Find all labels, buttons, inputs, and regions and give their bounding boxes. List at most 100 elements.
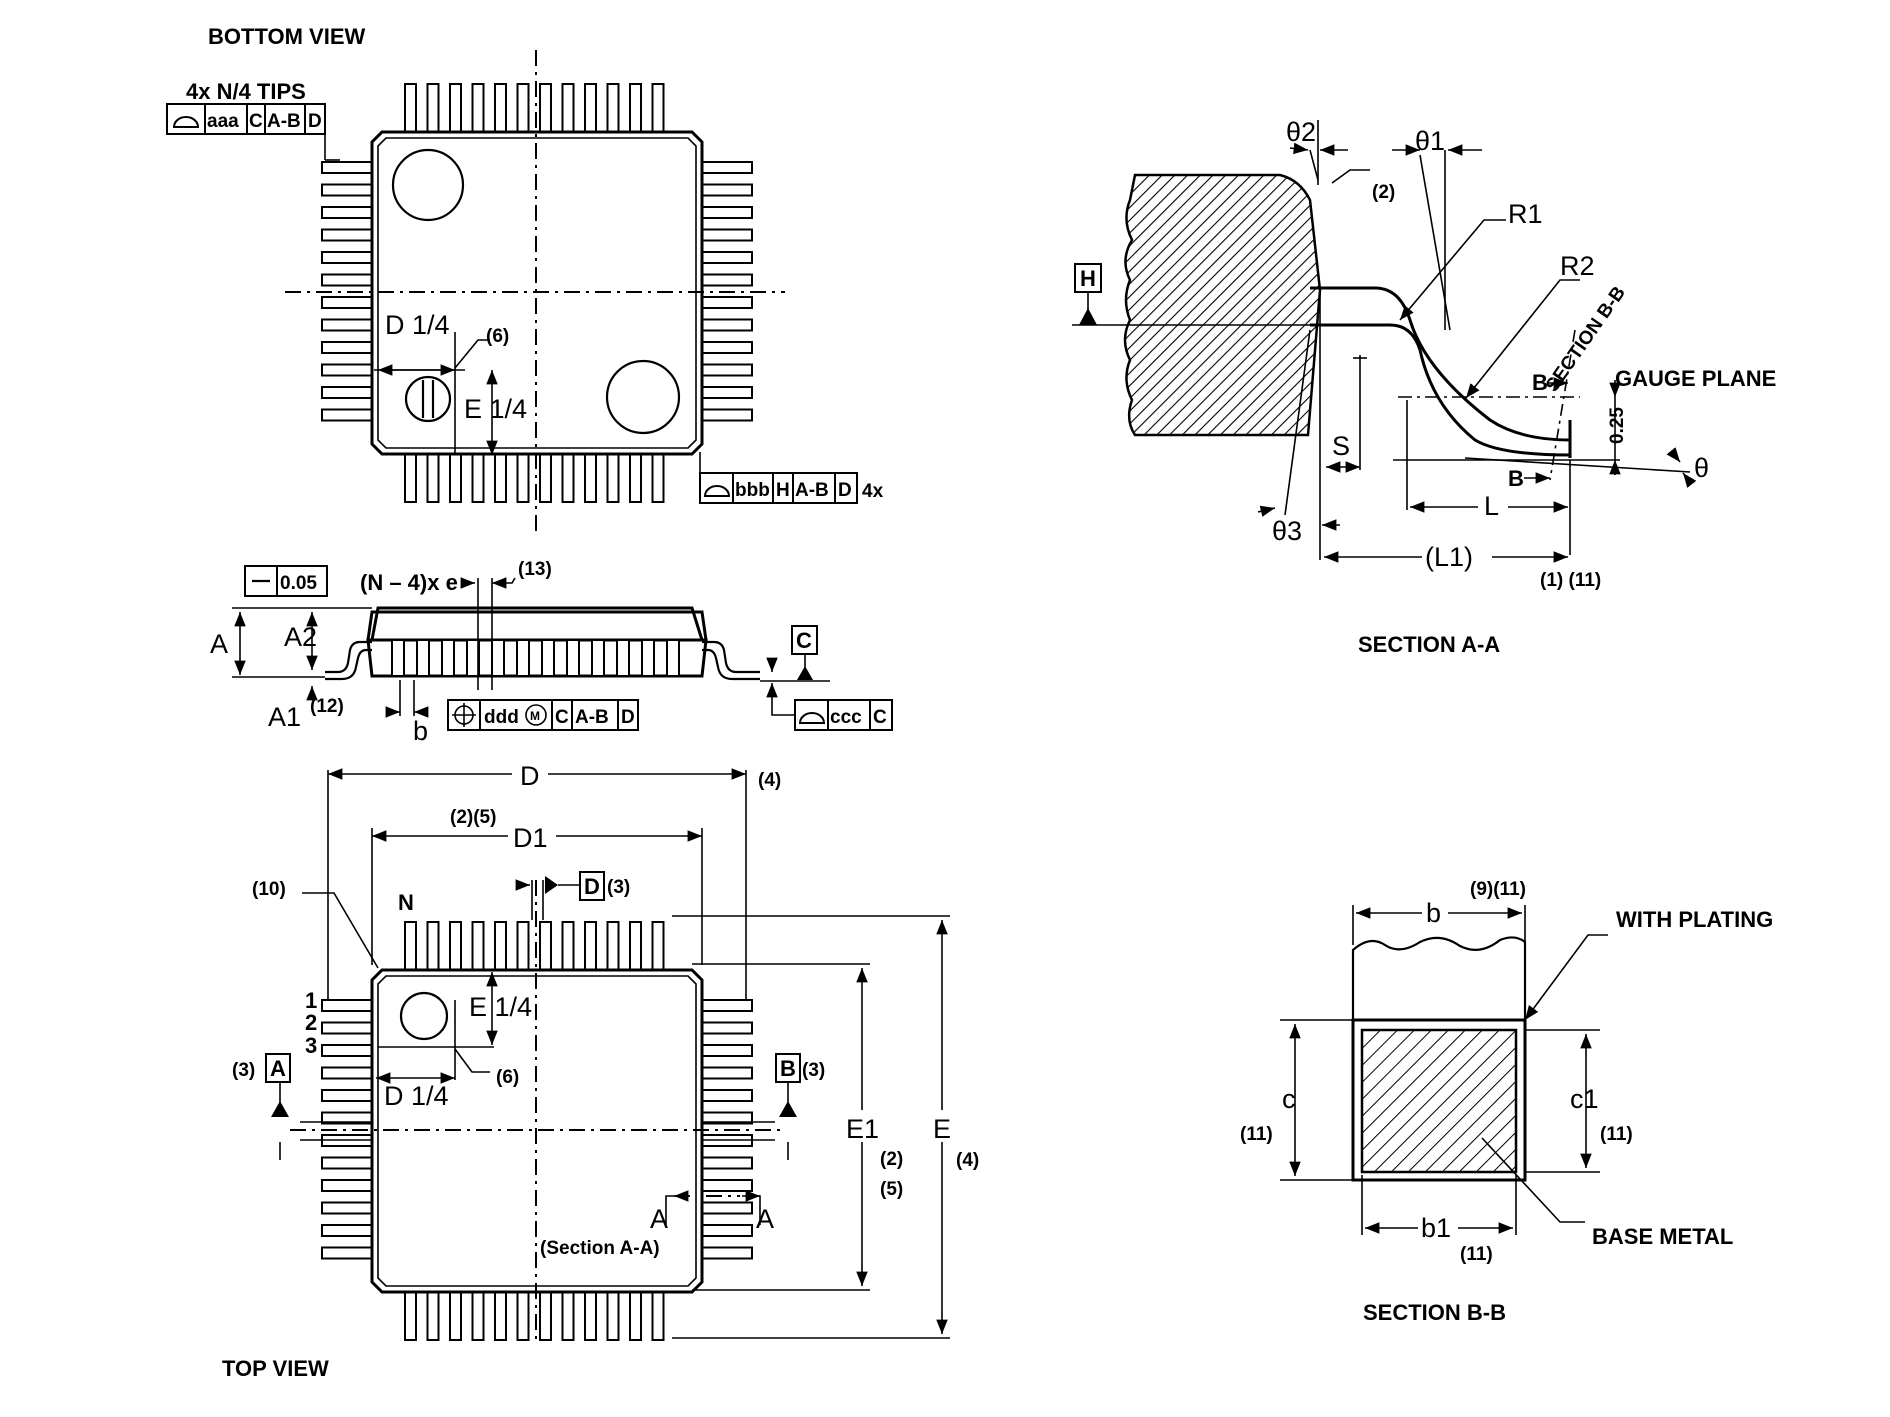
gauge-plane: GAUGE PLANE: [1615, 366, 1776, 391]
lead: [701, 1066, 753, 1080]
theta: θ: [1694, 453, 1709, 483]
lead: [539, 453, 552, 503]
lead: [321, 1246, 373, 1260]
side-lead: [391, 639, 405, 677]
pin1-label: 1: [305, 988, 317, 1013]
side-lead: [591, 639, 605, 677]
lead: [321, 1201, 373, 1215]
note3-a: (3): [232, 1060, 255, 1081]
dim-s: S: [1332, 431, 1350, 461]
dim-a: A: [210, 629, 228, 659]
lead: [321, 386, 373, 399]
fcf-bbb-suffix: 4x: [862, 481, 884, 502]
lead: [651, 83, 665, 133]
lead: [471, 921, 485, 971]
bottom-view-top-pins: [404, 83, 665, 133]
lead: [321, 363, 373, 377]
lead: [701, 1246, 753, 1260]
lead: [321, 999, 373, 1012]
lead: [701, 273, 753, 287]
lead: [321, 251, 373, 264]
lead: [426, 1291, 440, 1341]
lead: [701, 318, 753, 332]
lead: [426, 83, 440, 133]
side-view: 0.05 A A2 A1 (12) b ddd M C A-B: [210, 559, 893, 746]
fcf-bbb-datum2: A-B: [795, 480, 829, 501]
note-9-11: (9)(11): [1470, 879, 1526, 900]
r2: R2: [1560, 251, 1595, 281]
lead: [651, 453, 665, 503]
lead: [426, 453, 440, 503]
note10: (10): [252, 879, 286, 900]
section-bb-title: SECTION B-B: [1363, 1300, 1506, 1325]
lead: [701, 161, 753, 174]
lead: [701, 183, 753, 197]
lead: [606, 1291, 620, 1341]
dim-b1-note: (11): [1460, 1244, 1493, 1265]
lead: [494, 1291, 507, 1341]
r1: R1: [1508, 199, 1543, 229]
lead: [321, 318, 373, 332]
base-metal: [1360, 1028, 1518, 1174]
lead: [651, 1291, 665, 1341]
dim-l1: (L1): [1425, 542, 1473, 572]
top-view-pin1-dot: [399, 991, 449, 1041]
fcf-ccc-datum: C: [873, 707, 887, 728]
side-lead: [416, 639, 430, 677]
lead: [404, 921, 417, 971]
lead: [449, 1291, 462, 1341]
fcf-ddd-datum2: A-B: [575, 707, 609, 728]
note13: (13): [518, 559, 552, 580]
lead: [701, 1201, 753, 1215]
lead: [321, 1044, 373, 1057]
lead: [701, 1156, 753, 1170]
fcf-aaa-tol: aaa: [207, 111, 239, 132]
lead: [321, 206, 373, 219]
flatness-value: 0.05: [280, 573, 317, 594]
side-lead: [616, 639, 630, 677]
lead: [561, 1291, 575, 1341]
lead: [584, 921, 597, 971]
section-aa-title: SECTION A-A: [1358, 632, 1500, 657]
lead: [449, 453, 462, 503]
datum-c: C: [796, 628, 812, 653]
section-bb-view: b (9)(11) WITH PLATING c (11) c1 (11) b1…: [1240, 879, 1773, 1325]
top-d-quarter-label: D 1/4: [384, 1081, 449, 1111]
fcf-bbb: [699, 472, 858, 504]
mmc-icon: [525, 704, 547, 726]
lead: [404, 83, 417, 133]
fcf-ddd-datum1: C: [555, 707, 569, 728]
fcf-bbb-tol: bbb: [735, 480, 770, 501]
fcf-aaa-datum3: D: [308, 111, 322, 132]
bottom-view-bottom-pins: [404, 453, 665, 503]
lead: [471, 83, 485, 133]
top-view-bottom-pins: [404, 1291, 665, 1341]
note2-e1: (2): [880, 1149, 903, 1170]
top-view-top-pins: [404, 921, 665, 971]
top-view-body: [370, 968, 704, 1294]
lead: [701, 386, 753, 399]
lead: [516, 921, 530, 971]
pin3-label: 3: [305, 1033, 317, 1058]
bottom-view: BOTTOM VIEW D 1/4 E 1/4 (6) 4x N/4 TIPS …: [166, 24, 884, 535]
dim-c1: c1: [1570, 1084, 1599, 1114]
lead: [494, 921, 507, 971]
lead: [516, 453, 530, 503]
lead: [404, 453, 417, 503]
package-body-section: [1123, 173, 1322, 437]
dim-b1: b1: [1421, 1213, 1451, 1243]
lead: [471, 1291, 485, 1341]
fcf-aaa-datum2: A-B: [267, 111, 301, 132]
lead: [701, 363, 753, 377]
base-metal-label: BASE METAL: [1592, 1224, 1733, 1249]
side-lead: [666, 639, 680, 677]
lead: [321, 1179, 373, 1192]
dim-a2: A2: [284, 622, 317, 652]
lead: [561, 921, 575, 971]
lead: [701, 1224, 753, 1237]
lead: [561, 453, 575, 503]
lead: [606, 921, 620, 971]
note4-e: (4): [956, 1150, 979, 1171]
pin-n-label: N: [398, 890, 414, 915]
bottom-view-title: BOTTOM VIEW: [208, 24, 365, 49]
